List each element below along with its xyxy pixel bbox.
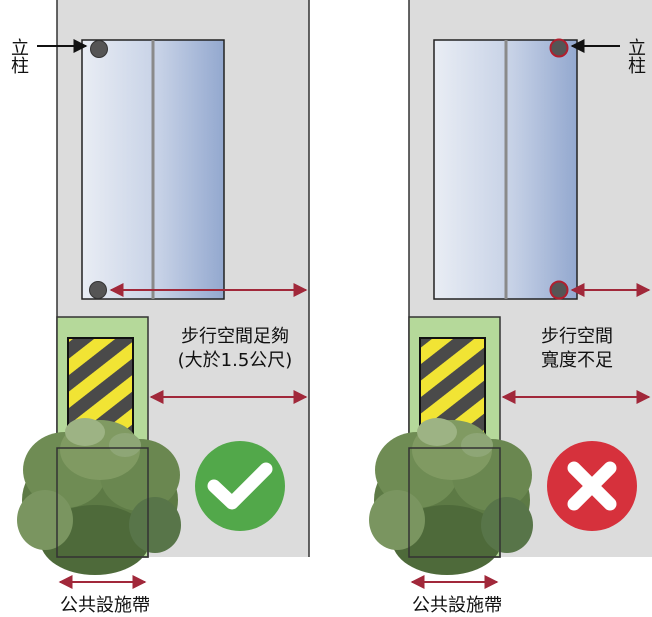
post-label-right: 立柱 <box>625 38 646 74</box>
post-icon-bottom-left <box>89 281 107 299</box>
walkway-status-line-1: 步行空間足夠 <box>181 326 289 347</box>
check-mark <box>207 462 273 510</box>
walkway-status-left: 步行空間足夠 (大於1.5公尺) <box>150 325 320 373</box>
furniture-zone-outline-right <box>408 447 501 558</box>
furniture-zone-label-right: 公共設施帶 <box>412 595 502 616</box>
furniture-zone-label-left: 公共設施帶 <box>60 595 150 616</box>
walkway-status-right: 步行空間 寬度不足 <box>512 325 642 373</box>
post-label-left: 立柱 <box>8 38 29 74</box>
walkway-status-line-2: 寬度不足 <box>541 350 613 371</box>
furniture-zone-outline-left <box>56 447 149 558</box>
walkway-status-line-2: (大於1.5公尺) <box>177 350 293 371</box>
panel-right <box>369 0 652 589</box>
post-icon-bottom-right <box>549 280 569 300</box>
walkway-status-line-1: 步行空間 <box>541 326 613 347</box>
panel-left <box>17 0 310 589</box>
post-icon-top-left <box>90 40 108 58</box>
post-icon-top-right <box>549 38 569 58</box>
x-mark <box>567 461 617 511</box>
